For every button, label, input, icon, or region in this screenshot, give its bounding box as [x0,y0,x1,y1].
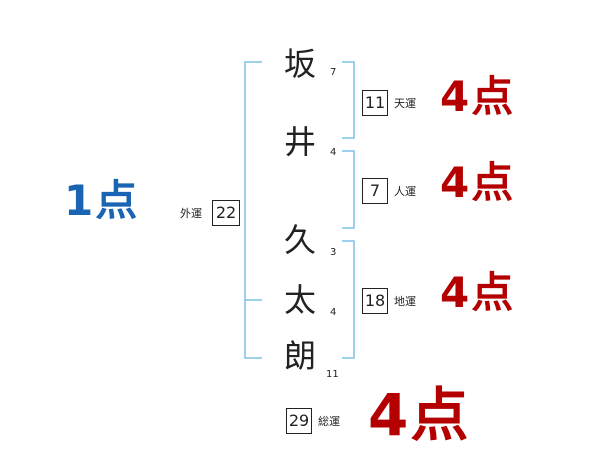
chiun-value-box: 18 [362,288,388,314]
chiun-score: 4点 [440,268,516,317]
jinun-score: 4点 [440,158,516,207]
gaiun-value-box: 22 [212,200,240,226]
gaiun-score: 1点 [64,176,140,225]
outer-bracket [244,61,262,359]
name-char-1: 坂 [284,45,317,83]
stroke-count-1: 7 [330,67,337,78]
chiun-bracket [342,240,355,359]
jinun-label: 人運 [394,185,416,198]
tenun-score: 4点 [440,72,516,121]
jinun-value-box: 7 [362,178,388,204]
gaiun-label: 外運 [180,207,202,220]
stroke-count-2: 4 [330,147,337,158]
name-char-2: 井 [284,123,317,161]
tenun-value-box: 11 [362,90,388,116]
soun-value-box: 29 [286,408,312,434]
jinun-bracket [342,150,355,229]
stroke-count-4: 4 [330,307,337,318]
name-char-4: 太 [284,281,317,319]
soun-label: 総運 [318,415,340,428]
tenun-bracket [342,61,355,139]
chiun-label: 地運 [394,295,416,308]
stroke-count-3: 3 [330,247,337,258]
name-char-5: 朗 [284,337,317,375]
stroke-count-5: 11 [326,369,339,380]
tenun-label: 天運 [394,97,416,110]
soun-score: 4点 [368,381,471,449]
name-char-3: 久 [284,221,317,259]
